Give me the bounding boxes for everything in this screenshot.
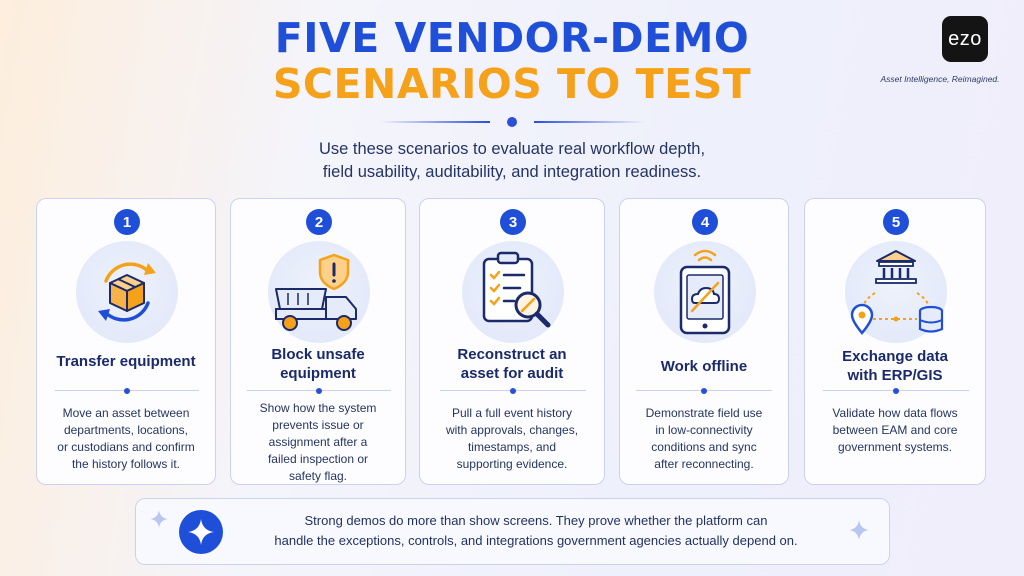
sparkle-icon [150, 510, 168, 528]
card-title: Exchange data with ERP/GIS [842, 348, 948, 384]
sparkle-icon [849, 520, 869, 540]
brand-tagline: Asset Intelligence, Reimagined. [880, 74, 1000, 84]
step-number-badge: 5 [883, 209, 909, 235]
subtitle-line-2: field usability, auditability, and integ… [322, 163, 702, 181]
card-separator [440, 387, 586, 394]
summary-callout: Strong demos do more than show screens. … [135, 498, 890, 565]
step-number-badge: 1 [114, 209, 140, 235]
scenario-card-1: 1 Transfer equipment Move an asset betwe… [36, 198, 216, 485]
title-line-1: FIVE VENDOR-DEMO [274, 14, 750, 62]
card-title: Block unsafe equipment [271, 346, 365, 382]
card-separator [823, 387, 969, 394]
step-number-badge: 4 [692, 209, 718, 235]
card-separator [247, 387, 391, 394]
scenario-card-5: 5 Exchange data with ERP/GIS Validate ho… [804, 198, 986, 485]
subtitle: Use these scenarios to evaluate real wor… [0, 138, 1024, 184]
title-divider [380, 117, 644, 127]
card-separator [55, 387, 199, 394]
sparkle-badge-icon [179, 510, 223, 554]
ezo-logo: ezo [942, 16, 988, 62]
erp-gis-exchange-icon [845, 241, 947, 343]
step-number-badge: 3 [500, 209, 526, 235]
step-number-badge: 2 [306, 209, 332, 235]
card-title: Transfer equipment [56, 353, 196, 370]
card-title: Reconstruct an asset for audit [457, 346, 567, 382]
clipboard-search-icon [462, 241, 564, 343]
summary-text: Strong demos do more than show screens. … [274, 513, 798, 548]
scenario-card-2: 2 Block unsafe equipment Show how the sy… [230, 198, 406, 485]
title-line-2: SCENARIOS TO TEST [272, 60, 752, 108]
scenario-card-3: 3 Reconstruct an asset for audit Pull a … [419, 198, 605, 485]
box-transfer-icon [76, 241, 178, 343]
card-separator [636, 387, 772, 394]
truck-warning-icon [268, 241, 370, 343]
card-title: Work offline [660, 358, 748, 375]
subtitle-line-1: Use these scenarios to evaluate real wor… [318, 140, 706, 158]
tablet-offline-icon [654, 241, 756, 343]
